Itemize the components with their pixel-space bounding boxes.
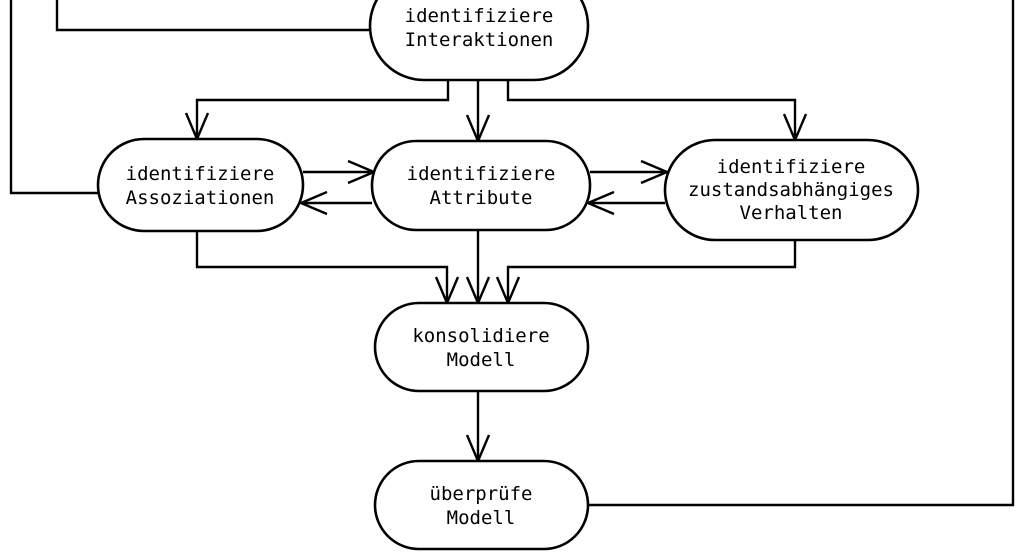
edge-interaktionen-to-offpage-top-left	[55, 0, 370, 32]
node-label-interaktionen-line1: identifiziere	[405, 5, 554, 27]
node-label-attribute-line2: Attribute	[430, 187, 533, 209]
arrowhead-into-assoziationen-right	[297, 190, 328, 216]
edges-layer	[9, 0, 1015, 507]
node-konsolidiere-modell[interactable]: konsolidiere Modell	[373, 301, 590, 393]
node-label-verhalten-line1: identifiziere	[717, 156, 866, 178]
node-label-verhalten-line3: Verhalten	[740, 202, 843, 224]
node-label-assoziationen-line2: Assoziationen	[126, 187, 275, 209]
node-shape-interaktionen	[368, 0, 590, 82]
node-shape-attribute	[370, 139, 592, 232]
edge-assoziationen-to-offpage-top-left	[9, 0, 98, 195]
node-label-ueberpruefe-line2: Modell	[447, 507, 516, 529]
node-label-attribute-line1: identifiziere	[407, 163, 556, 185]
node-label-verhalten-line2: zustandsabhängiges	[688, 179, 894, 201]
node-label-konsolidiere-line2: Modell	[447, 349, 516, 371]
node-shape-verhalten	[663, 138, 920, 242]
edge-assoziationen-to-konsolidiere	[195, 231, 449, 300]
edge-ueberpruefe-to-offpage-top-right	[588, 0, 1015, 507]
node-label-konsolidiere-line1: konsolidiere	[412, 325, 549, 347]
node-shape-ueberpruefe	[373, 459, 590, 551]
edge-verhalten-to-konsolidiere	[506, 240, 797, 300]
node-identifiziere-zustandsabhaengiges-verhalten[interactable]: identifiziere zustandsabhängiges Verhalt…	[663, 138, 920, 242]
node-ueberpruefe-modell[interactable]: überprüfe Modell	[373, 459, 590, 551]
nodes-layer: identifiziere Interaktionen identifizier…	[96, 0, 920, 551]
node-shape-assoziationen	[96, 137, 305, 233]
edge-interaktionen-to-assoziationen	[195, 80, 450, 136]
edge-interaktionen-to-verhalten	[506, 80, 797, 137]
node-shape-konsolidiere	[373, 301, 590, 393]
node-label-assoziationen-line1: identifiziere	[126, 163, 275, 185]
node-label-ueberpruefe-line1: überprüfe	[430, 483, 533, 505]
node-identifiziere-interaktionen[interactable]: identifiziere Interaktionen	[368, 0, 590, 82]
node-label-interaktionen-line2: Interaktionen	[405, 29, 554, 51]
node-identifiziere-attribute[interactable]: identifiziere Attribute	[370, 139, 592, 232]
node-identifiziere-assoziationen[interactable]: identifiziere Assoziationen	[96, 137, 305, 233]
